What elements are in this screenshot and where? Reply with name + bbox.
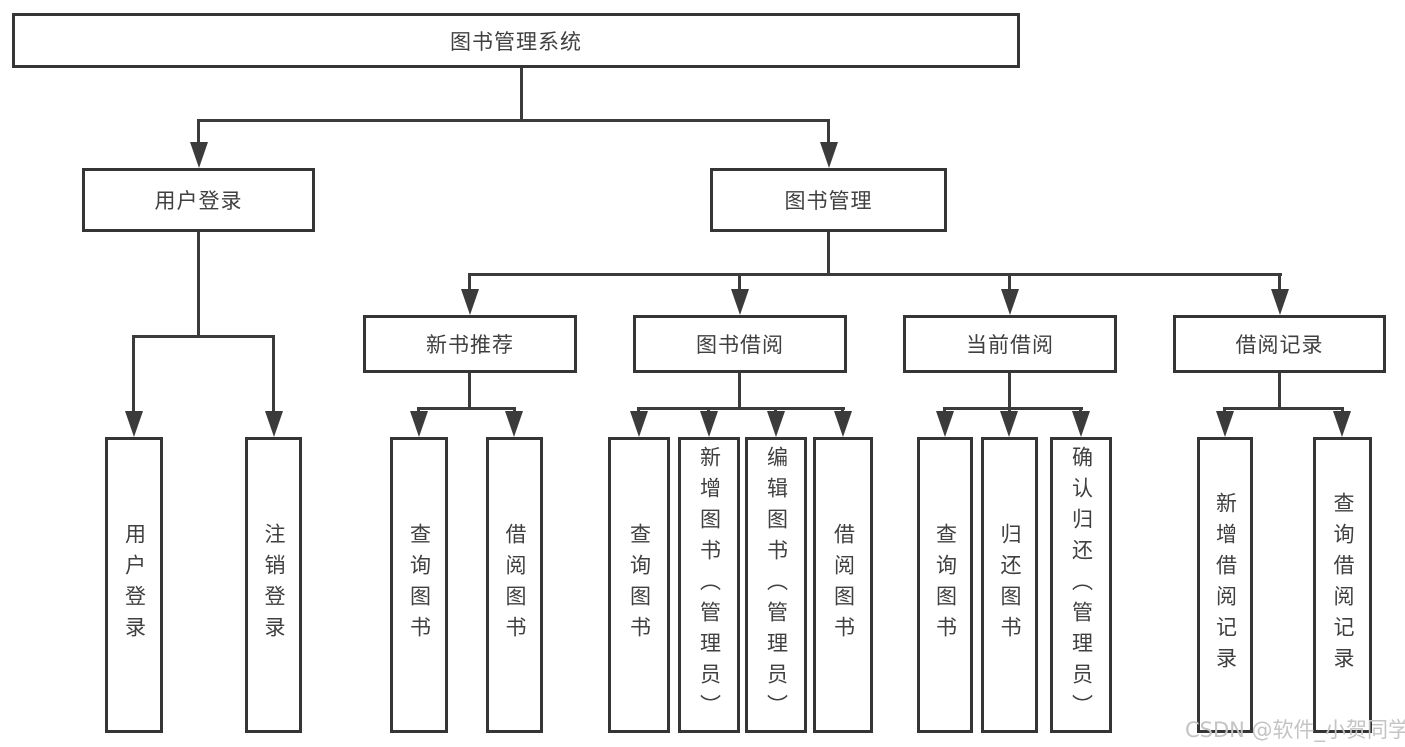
connector-line xyxy=(827,232,830,276)
connector-line xyxy=(738,273,741,291)
connector-line xyxy=(197,119,200,143)
connector-line xyxy=(197,232,200,338)
connector-line xyxy=(468,373,471,410)
arrow-down-icon xyxy=(505,411,523,437)
leaf-label: 编辑图书（管理员） xyxy=(764,445,789,725)
connector-line xyxy=(1008,373,1011,410)
leaf-logout: 注销登录 xyxy=(245,437,302,733)
leaf-label: 借阅图书 xyxy=(831,523,856,647)
leaf-label: 新增借阅记录 xyxy=(1213,492,1238,678)
connector-line xyxy=(132,335,275,338)
connector-line xyxy=(468,273,471,291)
connector-line xyxy=(943,407,1083,410)
leaf-label: 用户登录 xyxy=(122,523,147,647)
leaf-query-books-recommend: 查询图书 xyxy=(390,437,448,733)
leaf-query-books: 查询图书 xyxy=(608,437,670,733)
leaf-label: 借阅图书 xyxy=(503,523,527,647)
leaf-user-login: 用户登录 xyxy=(105,437,163,733)
node-user-login: 用户登录 xyxy=(82,168,315,232)
arrow-down-icon xyxy=(190,142,208,168)
leaf-borrow-books-recommend: 借阅图书 xyxy=(486,437,543,733)
node-current-borrow: 当前借阅 xyxy=(903,315,1117,373)
leaf-label: 查询图书 xyxy=(933,523,958,647)
leaf-confirm-return-admin: 确认归还（管理员） xyxy=(1050,437,1112,733)
arrow-down-icon xyxy=(700,411,718,437)
node-new-book-recommend: 新书推荐 xyxy=(363,315,577,373)
leaf-return-books: 归还图书 xyxy=(981,437,1038,733)
leaf-query-books-current: 查询图书 xyxy=(917,437,973,733)
arrow-down-icon xyxy=(125,411,143,437)
connector-line xyxy=(1008,273,1011,291)
leaf-edit-books-admin: 编辑图书（管理员） xyxy=(745,437,807,733)
connector-line xyxy=(468,273,1282,276)
connector-line xyxy=(827,119,830,143)
leaf-label: 注销登录 xyxy=(262,523,286,647)
connector-line xyxy=(1278,373,1281,410)
arrow-down-icon xyxy=(461,289,479,315)
leaf-borrow-books: 借阅图书 xyxy=(813,437,873,733)
arrow-down-icon xyxy=(1072,411,1090,437)
node-borrow-records: 借阅记录 xyxy=(1173,315,1386,373)
connector-line xyxy=(520,68,523,122)
node-book-management: 图书管理 xyxy=(710,168,947,232)
node-book-borrow: 图书借阅 xyxy=(633,315,847,373)
connector-line xyxy=(637,407,845,410)
connector-line xyxy=(738,373,741,410)
connector-line xyxy=(417,407,516,410)
connector-line xyxy=(272,335,275,413)
leaf-label: 查询图书 xyxy=(407,523,432,647)
leaf-label: 查询图书 xyxy=(627,523,652,647)
arrow-down-icon xyxy=(936,411,954,437)
arrow-down-icon xyxy=(731,289,749,315)
leaf-label: 新增图书（管理员） xyxy=(697,445,722,725)
arrow-down-icon xyxy=(1271,289,1289,315)
node-library-management-system: 图书管理系统 xyxy=(12,13,1020,68)
arrow-down-icon xyxy=(630,411,648,437)
leaf-add-borrow-record: 新增借阅记录 xyxy=(1197,437,1253,733)
arrow-down-icon xyxy=(1333,411,1351,437)
connector-line xyxy=(132,335,135,413)
arrow-down-icon xyxy=(410,411,428,437)
arrow-down-icon xyxy=(265,411,283,437)
arrow-down-icon xyxy=(820,142,838,168)
leaf-label: 查询借阅记录 xyxy=(1331,492,1355,678)
leaf-label: 确认归还（管理员） xyxy=(1069,445,1094,725)
arrow-down-icon xyxy=(1001,289,1019,315)
csdn-watermark: CSDN @软件_小贺同学 xyxy=(1185,718,1405,742)
leaf-label: 归还图书 xyxy=(998,523,1022,647)
arrow-down-icon xyxy=(1216,411,1234,437)
connector-line xyxy=(1278,273,1281,291)
arrow-down-icon xyxy=(767,411,785,437)
connector-line xyxy=(197,119,830,122)
connector-line xyxy=(1223,407,1344,410)
leaf-add-books-admin: 新增图书（管理员） xyxy=(678,437,740,733)
arrow-down-icon xyxy=(834,411,852,437)
arrow-down-icon xyxy=(1000,411,1018,437)
leaf-query-borrow-record: 查询借阅记录 xyxy=(1313,437,1372,733)
